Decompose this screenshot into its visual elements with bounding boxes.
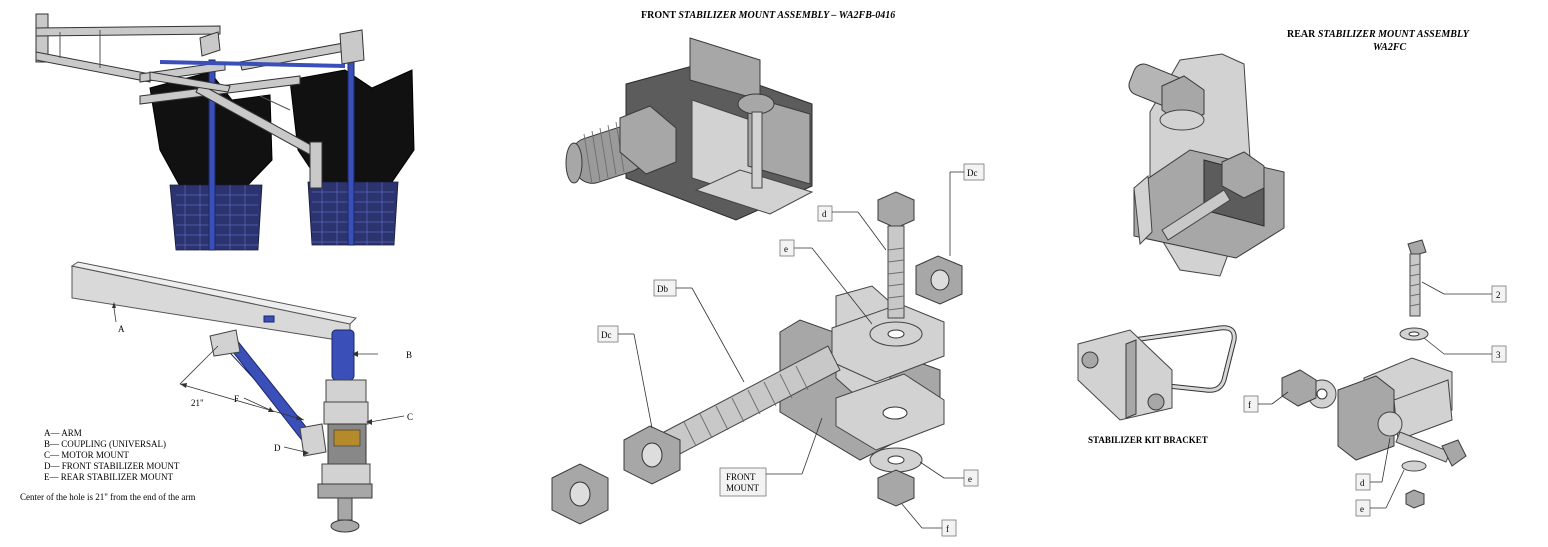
- front-assembled-view: [565, 37, 814, 221]
- arm-detail: A B C D F 21" A— ARM B— COUPLING (UNIVER…: [20, 261, 413, 533]
- callout-e-bottom: e: [968, 474, 972, 484]
- letter-f: F: [234, 394, 239, 404]
- front-assembly-title: FRONT STABILIZER MOUNT ASSEMBLY – WA2FB-…: [641, 10, 895, 21]
- left-brush: [149, 59, 273, 251]
- letter-d: D: [274, 443, 281, 453]
- legend-item-b: B— COUPLING (UNIVERSAL): [44, 439, 166, 449]
- legend-item-d: D— FRONT STABILIZER MOUNT: [44, 461, 180, 471]
- universal-coupling: [331, 329, 355, 381]
- callout-f: f: [946, 524, 949, 534]
- callout-e: e: [1360, 504, 1364, 514]
- hole-note: Center of the hole is 21" from the end o…: [20, 492, 195, 502]
- rear-assembly-subtitle: WA2FC: [1373, 42, 1406, 53]
- callout-front-mount-line2: MOUNT: [726, 483, 760, 493]
- callout-f: f: [1248, 400, 1251, 410]
- callout-dc-top: Dc: [967, 168, 978, 178]
- legend: A— ARM B— COUPLING (UNIVERSAL) C— MOTOR …: [44, 428, 180, 482]
- right-brush: [289, 39, 415, 246]
- letter-c: C: [407, 412, 413, 422]
- callout-front-mount-line1: FRONT: [726, 472, 756, 482]
- front-callouts: d Dc e Db Dc FRONT MOUNT e f: [597, 163, 985, 537]
- rear-exploded-view: [1281, 239, 1467, 509]
- dimension-label: 21": [191, 398, 204, 408]
- rear-callouts: 2 3 f d e: [1243, 281, 1507, 517]
- callout-3: 3: [1496, 350, 1501, 360]
- front-exploded-view: [551, 191, 963, 525]
- callout-2: 2: [1496, 290, 1501, 300]
- stabilizer-kit-bracket: [1077, 325, 1237, 421]
- letter-b: B: [406, 350, 412, 360]
- brush-assembly-render: [35, 13, 415, 251]
- bracket-label: STABILIZER KIT BRACKET: [1088, 435, 1208, 445]
- callout-e-top: e: [784, 244, 788, 254]
- legend-item-e: E— REAR STABILIZER MOUNT: [44, 472, 174, 482]
- rear-assembled-view: [1128, 53, 1285, 277]
- arm-frame: [35, 13, 365, 189]
- callout-dc-left: Dc: [601, 330, 612, 340]
- legend-item-a: A— ARM: [44, 428, 82, 438]
- rear-assembly-title: REAR STABILIZER MOUNT ASSEMBLY: [1287, 29, 1470, 40]
- callout-d: d: [1360, 478, 1365, 488]
- legend-item-c: C— MOTOR MOUNT: [44, 450, 129, 460]
- callout-d: d: [822, 209, 827, 219]
- letter-a: A: [118, 324, 125, 334]
- callout-db: Db: [657, 284, 668, 294]
